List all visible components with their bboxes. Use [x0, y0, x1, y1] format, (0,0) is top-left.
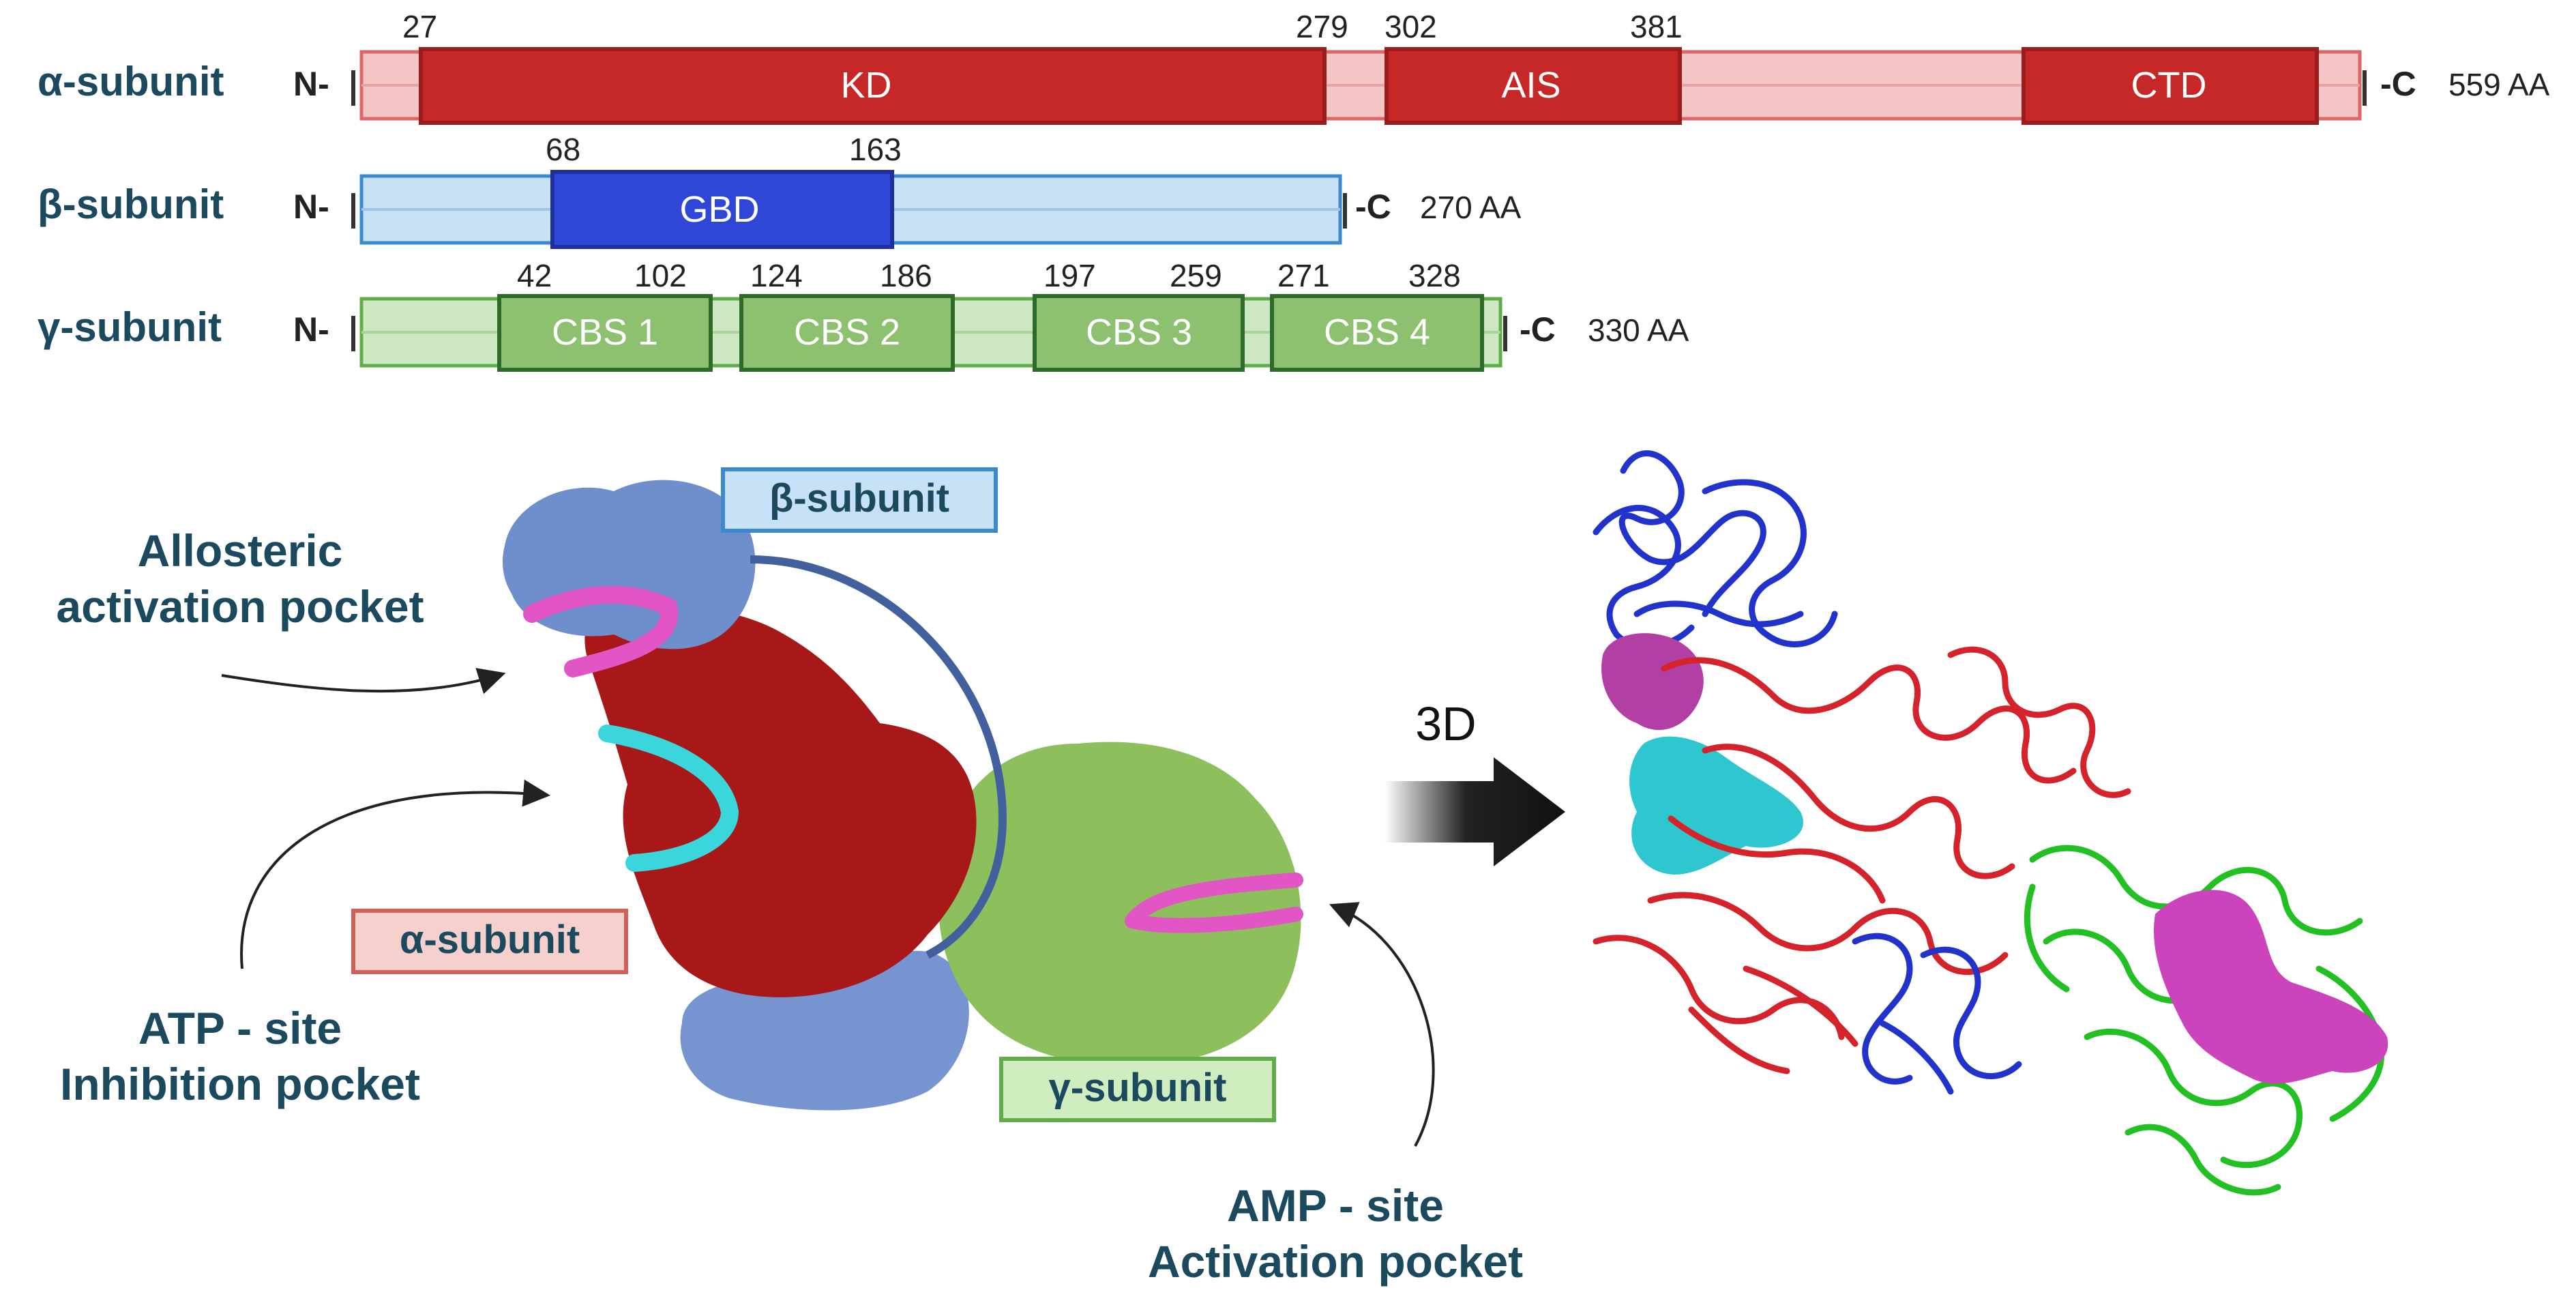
arrow-3d-shape	[1385, 757, 1565, 866]
alpha-domain-map: α-subunit N- -C 559 AA KD 27 279 AIS 302…	[38, 9, 2550, 125]
domain-cbs1-label: CBS 1	[552, 312, 658, 353]
domain-cbs3	[1033, 294, 1245, 372]
arrow-3d: 3D	[1385, 697, 1565, 866]
gamma-body	[938, 742, 1301, 1066]
domain-cbs1	[497, 294, 713, 372]
domain-kd	[419, 47, 1327, 125]
domain-cbs4-label: CBS 4	[1324, 312, 1430, 353]
gamma-label-box	[999, 1057, 1276, 1122]
beta-upper-lobe	[503, 480, 756, 649]
gbd-end: 163	[849, 132, 902, 167]
domain-cbs2	[739, 294, 955, 372]
arrow-3d-label: 3D	[1415, 697, 1476, 750]
amp-surface-3d	[2154, 890, 2388, 1084]
allosteric-label-line2: activation pocket	[56, 581, 424, 632]
gamma-label: γ-subunit	[1049, 1066, 1227, 1110]
beta-linker	[750, 555, 1007, 959]
amp-label-line2: Activation pocket	[1148, 1236, 1523, 1287]
atp-arrow	[240, 779, 550, 969]
domain-gbd	[550, 170, 894, 249]
cbs3-end: 259	[1170, 258, 1222, 293]
domain-cbs4	[1270, 294, 1484, 372]
atp-label-line2: Inhibition pocket	[60, 1059, 420, 1109]
beta-label-box	[721, 467, 998, 533]
alpha-label: α-subunit	[400, 918, 580, 962]
amp-label-line1: AMP - site	[1227, 1180, 1444, 1231]
beta-label: β-subunit	[769, 476, 949, 521]
allosteric-pocket	[523, 585, 678, 677]
ampk-cartoon: β-subunit α-subunit γ-subunit Allosteric…	[56, 467, 1523, 1287]
gamma-length: 330 AA	[1588, 312, 1689, 348]
ais-end: 381	[1630, 9, 1683, 44]
allosteric-label-line1: Allosteric	[138, 525, 343, 576]
cbs4-start: 271	[1277, 258, 1330, 293]
gamma-domain-map: γ-subunit N- -C 330 AA CBS 1 42 102 CBS …	[38, 258, 1689, 372]
atp-pocket	[598, 724, 739, 872]
domain-ais-label: AIS	[1501, 65, 1560, 106]
beta-ribbon-bottom	[1852, 933, 2022, 1095]
amp-pocket	[1125, 873, 1303, 933]
domain-ais	[1385, 47, 1682, 125]
atp-label-line1: ATP - site	[138, 1003, 342, 1053]
gbd-start: 68	[546, 132, 580, 167]
amp-arrow	[1329, 902, 1435, 1147]
atp-surface-3d	[1629, 736, 1803, 875]
domain-ctd	[2022, 47, 2319, 125]
beta-c-terminus: -C	[1355, 188, 1391, 226]
allosteric-surface-3d	[1601, 633, 1704, 730]
beta-subunit-name: β-subunit	[38, 181, 224, 227]
kd-start: 27	[402, 9, 437, 44]
domain-cbs2-label: CBS 2	[794, 312, 900, 353]
cbs2-end: 186	[880, 258, 932, 293]
allosteric-arrow	[221, 668, 506, 694]
kd-end: 279	[1296, 9, 1348, 44]
domain-gbd-label: GBD	[679, 189, 759, 230]
alpha-label-box	[351, 909, 628, 974]
cbs4-end: 328	[1408, 258, 1461, 293]
ais-start: 302	[1385, 9, 1437, 44]
gamma-c-terminus: -C	[1520, 310, 1556, 349]
domain-cbs3-label: CBS 3	[1086, 312, 1192, 353]
beta-ribbon-top	[1593, 450, 1838, 665]
cbs1-end: 102	[634, 258, 687, 293]
alpha-n-terminus: N-	[293, 65, 329, 103]
alpha-body	[584, 594, 977, 997]
beta-domain-map: β-subunit N- -C 270 AA GBD 68 163	[38, 132, 1522, 249]
domain-ctd-label: CTD	[2131, 65, 2207, 106]
protein-3d-structure	[1593, 450, 2388, 1196]
gamma-subunit-name: γ-subunit	[38, 304, 222, 350]
beta-length: 270 AA	[1420, 190, 1522, 225]
cbs2-start: 124	[750, 258, 803, 293]
gamma-n-terminus: N-	[293, 310, 329, 349]
alpha-c-terminus: -C	[2380, 65, 2416, 103]
beta-n-terminus: N-	[293, 188, 329, 226]
alpha-ribbon	[1593, 646, 2131, 1074]
alpha-length: 559 AA	[2448, 67, 2550, 102]
alpha-subunit-name: α-subunit	[38, 59, 224, 104]
domain-kd-label: KD	[840, 65, 891, 106]
cbs3-start: 197	[1043, 258, 1096, 293]
cbs1-start: 42	[517, 258, 552, 293]
